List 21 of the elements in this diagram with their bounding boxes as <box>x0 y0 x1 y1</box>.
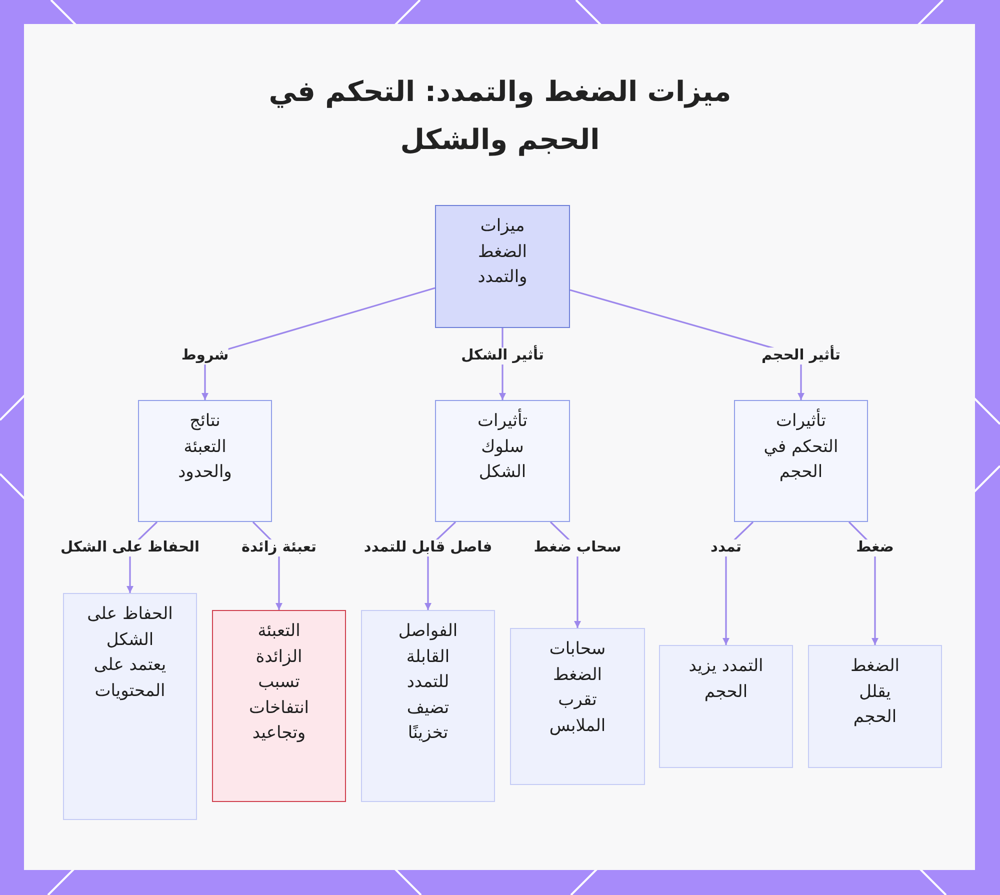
process-box: سحابات الضغط تقرب الملابس <box>510 628 645 785</box>
process-box: نتائج التعبئة والحدود <box>138 400 272 522</box>
edge-label: فاصل قابل للتمدد <box>364 540 492 556</box>
edge-label: تمدد <box>710 540 742 556</box>
edge-label: شروط <box>181 348 229 364</box>
process-box: الفواصل القابلة للتمدد تضيف تخزينًا <box>361 610 495 802</box>
edge-label: سحاب ضغط <box>534 540 622 556</box>
process-box: تأثيرات التحكم في الحجم <box>734 400 868 522</box>
edge-label: تأثير الحجم <box>762 348 840 364</box>
edge-label: تأثير الشكل <box>461 348 544 364</box>
process-box: الضغط يقلل الحجم <box>808 645 942 768</box>
arrow <box>202 287 436 400</box>
edge-label: ضغط <box>856 540 894 556</box>
process-box: التعبئة الزائدة تسبب انتفاخات وتجاعيد <box>212 610 346 802</box>
process-box: تأثيرات سلوك الشكل <box>435 400 570 522</box>
process-box: ميزات الضغط والتمدد <box>435 205 570 328</box>
title: ميزات الضغط والتمدد: التحكم في الحجم والشكل <box>268 74 732 158</box>
edge-label: الحفاظ على الشكل <box>60 540 200 556</box>
process-box: الحفاظ على الشكل يعتمد على المحتويات <box>63 593 197 820</box>
process-box: التمدد يزيد الحجم <box>659 645 793 768</box>
edge-label: تعبئة زائدة <box>242 540 316 556</box>
